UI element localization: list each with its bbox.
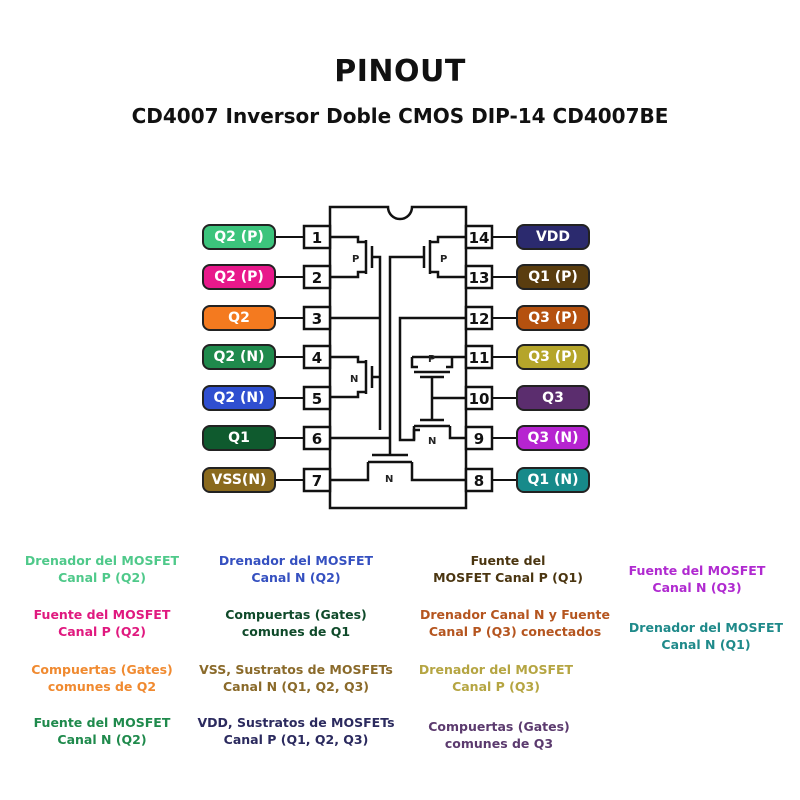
pin-number-8: 8 [474,472,484,490]
pin-description: Drenador del MOSFET Canal P (Q2) [24,553,180,585]
q1-n-label: N [385,474,393,485]
pin-label-14: VDD [516,224,590,250]
pin-description: Fuente del MOSFET Canal N (Q3) [628,563,766,595]
q1-nmos [330,453,466,482]
pin-description: Drenador del MOSFET Canal N (Q1) [628,620,784,652]
q2-n-label: N [350,374,358,385]
q1-pmos [388,235,466,455]
q2-pmos [330,235,382,430]
pin-number-13: 13 [469,269,490,287]
pin-number-12: 12 [469,310,490,328]
pin-description: Compuertas (Gates) comunes de Q1 [225,607,367,639]
q3-pmos [410,355,466,420]
pin-number-10: 10 [469,390,490,408]
pin-description: Drenador Canal N y Fuente Canal P (Q3) c… [420,607,610,639]
pin-label-9: Q3 (N) [516,425,590,451]
pin-description: Fuente del MOSFET Canal P (Q1) [433,553,583,585]
pin-label-7: VSS(N) [202,467,276,493]
pin-label-11: Q3 (P) [516,344,590,370]
pin-description: Drenador del MOSFET Canal P (Q3) [418,662,574,694]
pin-description: Fuente del MOSFET Canal N (Q2) [33,715,171,747]
q3-nmos [412,418,466,440]
pin-label-3: Q2 [202,305,276,331]
pin-number-5: 5 [312,390,322,408]
pin-description: Drenador del MOSFET Canal N (Q2) [218,553,374,585]
pin-label-12: Q3 (P) [516,305,590,331]
q3-p-label: P [428,354,435,365]
pin-number-11: 11 [469,349,490,367]
pin-number-1: 1 [312,229,322,247]
pin-number-6: 6 [312,430,322,448]
pin-label-10: Q3 [516,385,590,411]
page-subtitle: CD4007 Inversor Doble CMOS DIP-14 CD4007… [131,104,669,128]
pin-description: VSS, Sustratos de MOSFETs Canal N (Q1, Q… [199,662,393,694]
pin-label-1: Q2 (P) [202,224,276,250]
q1-p-label: P [440,254,447,265]
pin-description: Compuertas (Gates) comunes de Q3 [428,719,570,751]
pin-label-4: Q2 (N) [202,344,276,370]
page-title: PINOUT [334,54,466,89]
pin-label-6: Q1 [202,425,276,451]
pin-number-9: 9 [474,430,484,448]
pin-description: Fuente del MOSFET Canal P (Q2) [33,607,171,639]
pin-label-5: Q2 (N) [202,385,276,411]
pin-label-13: Q1 (P) [516,264,590,290]
q3-n-label: N [428,436,436,447]
pin-description: Compuertas (Gates) comunes de Q2 [31,662,173,694]
pin-label-8: Q1 (N) [516,467,590,493]
pin-label-2: Q2 (P) [202,264,276,290]
pin-number-4: 4 [312,349,322,367]
pin-number-14: 14 [469,229,490,247]
chip-body [328,205,468,510]
q2-p-label: P [352,254,359,265]
pin-number-3: 3 [312,310,322,328]
pin-description: VDD, Sustratos de MOSFETs Canal P (Q1, Q… [197,715,395,747]
pin-number-7: 7 [312,472,322,490]
pin-number-2: 2 [312,269,322,287]
q2-nmos [330,355,380,399]
